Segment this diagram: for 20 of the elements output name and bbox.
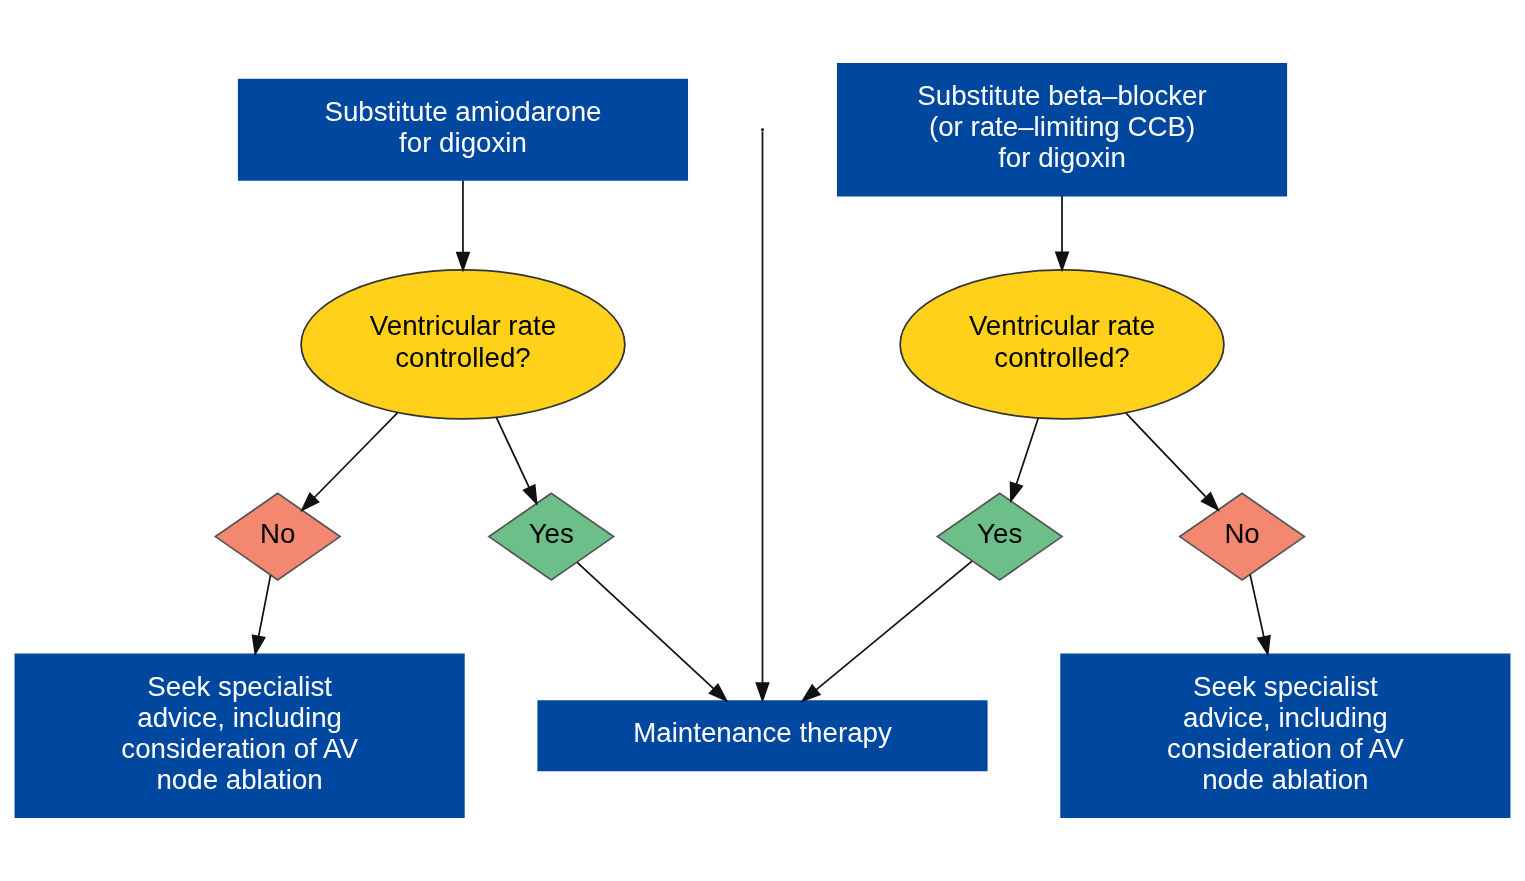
arrow xyxy=(251,574,272,657)
node-box: Substitute amiodarone for digoxin xyxy=(237,78,689,181)
node-box: Substitute beta–blocker (or rate–limiting CCB) for digoxin xyxy=(836,63,1288,197)
arrow xyxy=(300,411,399,512)
node-box: Maintenance therapy xyxy=(537,700,988,772)
arrow xyxy=(1009,417,1039,504)
node-box: Seek specialist advice, including consideration of AV node ablation xyxy=(1060,653,1511,818)
arrow xyxy=(800,560,973,703)
node-ellipse: Ventricular rate controlled? xyxy=(300,269,626,420)
arrow xyxy=(1249,573,1271,657)
arrow xyxy=(495,416,538,506)
arrow xyxy=(1125,412,1220,512)
arrow xyxy=(1054,195,1070,273)
node-diamond: Yes xyxy=(487,492,616,581)
node-ellipse: Ventricular rate controlled? xyxy=(899,269,1225,420)
arrow xyxy=(455,179,471,273)
arrow xyxy=(755,130,770,703)
node-diamond: Yes xyxy=(935,492,1064,581)
arrow xyxy=(576,561,729,703)
node-box: Seek specialist advice, including consideration of AV node ablation xyxy=(14,653,465,818)
